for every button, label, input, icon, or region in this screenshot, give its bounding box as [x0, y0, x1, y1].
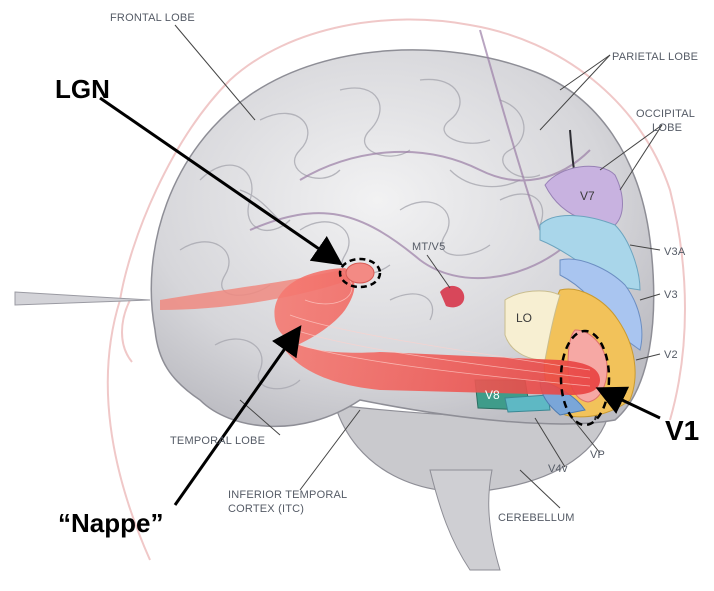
v2-label: V2 — [664, 349, 678, 361]
frontal-lobe-label: FRONTAL LOBE — [110, 12, 195, 24]
cerebellum-label: CEREBELLUM — [498, 512, 575, 524]
v4v-label: V4v — [548, 463, 568, 475]
itc-label-line1: INFERIOR TEMPORAL — [228, 489, 347, 501]
mt-v5-label: MT/V5 — [412, 241, 445, 253]
temporal-lobe-label: TEMPORAL LOBE — [170, 435, 265, 447]
v8-label: V8 — [485, 388, 500, 402]
itc-label-line2: CORTEX (ITC) — [228, 503, 304, 515]
v7-label: V7 — [580, 189, 595, 203]
vp-label: VP — [590, 449, 605, 461]
occipital-lobe-label-line2: LOBE — [652, 122, 682, 134]
lgn-annotation: LGN — [55, 74, 110, 104]
brainstem — [430, 470, 500, 570]
area-v4v — [505, 395, 550, 412]
v3a-label: V3A — [664, 246, 686, 258]
nappe-annotation: “Nappe” — [58, 508, 163, 538]
v3-label: V3 — [664, 289, 678, 301]
v1-annotation: V1 — [665, 415, 699, 446]
parietal-lobe-label: PARIETAL LOBE — [612, 51, 698, 63]
lo-label: LO — [516, 311, 532, 325]
ear-outline — [122, 300, 132, 362]
lgn-nucleus — [346, 263, 374, 283]
occipital-lobe-label-line1: OCCIPITAL — [636, 108, 695, 120]
optic-nerve — [15, 292, 150, 305]
